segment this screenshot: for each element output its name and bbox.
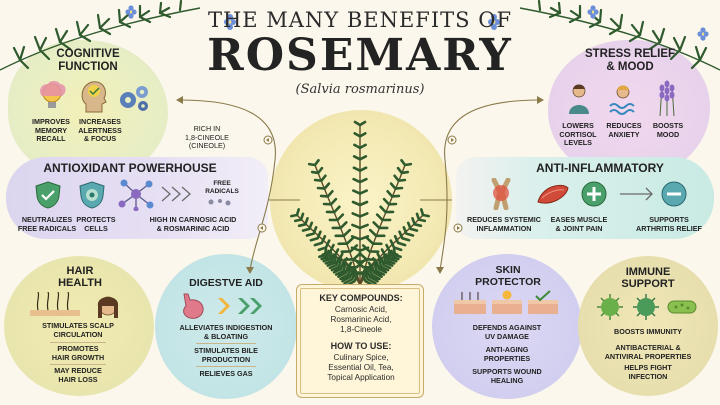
how-to-use-3: Topical Application [327, 373, 395, 382]
skin-layers-icon [454, 290, 558, 314]
antioxidant-item-1: NEUTRALIZES FREE RADICALS [17, 215, 77, 233]
hair-item-1: STIMULATES SCALP CIRCULATION [42, 321, 114, 339]
stomach-icon [183, 293, 262, 319]
divider [196, 343, 256, 344]
key-compound-2: Rosmarinic Acid, [330, 315, 392, 324]
antiinflammatory-item-2: EASES MUSCLE & JOINT PAIN [550, 215, 608, 233]
joint-icon [491, 178, 511, 210]
digestive-panel [155, 254, 297, 399]
key-compound-3: 1,8-Cineole [340, 325, 382, 334]
bathing-person-icon [609, 85, 635, 115]
cognitive-title-l1: COGNITIVE [56, 48, 120, 60]
radicals-dots-icon [208, 199, 231, 206]
branch-top-left-icon [0, 0, 201, 71]
how-to-use-heading: HOW TO USE: [330, 341, 392, 351]
stress-item-1: LOWERS CORTISOL LEVELS [559, 121, 597, 147]
hair-item-2: PROMOTES HAIR GROWTH [51, 344, 105, 362]
brain-bulb-icon [40, 81, 66, 108]
hair-follicle-icon [30, 292, 119, 318]
skin-item-1: DEFENDS AGAINST UV DAMAGE [472, 323, 542, 341]
cognitive-item-1: IMPROVES MEMORY RECALL [32, 117, 70, 143]
free-radicals-label: FREE RADICALS [205, 180, 239, 195]
digestive-item-3: RELIEVES GAS [199, 369, 253, 378]
skin-title: SKIN PROTECTOR [475, 264, 541, 288]
plus-circle-icon [581, 181, 607, 207]
page-subtitle: (Salvia rosmarinus) [295, 82, 425, 97]
hair-item-3: MAY REDUCE HAIR LOSS [54, 366, 102, 384]
stress-title: STRESS RELIEF & MOOD [570, 48, 690, 74]
molecule-icon [118, 179, 154, 211]
divider [50, 364, 106, 365]
antioxidant-item-2: PROTECTS CELLS [76, 215, 116, 233]
immune-item-1: BOOSTS IMMUNITY [614, 327, 682, 336]
cognitive-title-l2: FUNCTION [58, 61, 118, 73]
page-title: ROSEMARY [207, 30, 513, 81]
key-compound-1: Carnosic Acid, [334, 305, 388, 314]
immune-panel [578, 256, 718, 396]
how-to-use-2: Essential Oil, Tea, [328, 363, 394, 372]
cell-shield-icon [79, 181, 105, 209]
cognitive-item-2: INCREASES ALERTNESS & FOCUS [78, 117, 122, 143]
stress-title-l1: STRESS RELIEF [584, 48, 676, 60]
antiinflammatory-item-1: REDUCES SYSTEMIC INFLAMMATION [467, 215, 541, 233]
key-compounds-heading: KEY COMPOUNDS: [319, 293, 403, 303]
digestive-item-1: ALLEVIATES INDIGESTION & BLOATING [179, 323, 273, 341]
stress-title-l2: & MOOD [606, 61, 654, 73]
digestive-item-2: STIMULATES BILE PRODUCTION [194, 346, 258, 364]
immune-item-3: HELPS FIGHT INFECTION [624, 363, 672, 381]
shield-check-icon [35, 181, 61, 209]
divider [50, 342, 106, 343]
cognitive-note: RICH IN 1,8-CINEOLE (CINEole) [185, 124, 229, 150]
minus-circle-icon [661, 181, 687, 207]
rosemary-needles [290, 120, 430, 287]
key-compounds-box: KEY COMPOUNDS: Carnosic Acid, Rosmarinic… [296, 284, 424, 398]
antiinflammatory-item-4: SUPPORTS ARTHRITIS RELIEF [636, 215, 702, 233]
skin-panel [432, 254, 582, 399]
page-title-top: THE MANY BENEFITS OF [207, 8, 513, 32]
skin-item-3: SUPPORTS WOUND HEALING [472, 367, 542, 385]
lavender-icon [659, 80, 675, 117]
branch-top-right-icon [519, 0, 720, 71]
person-icon [569, 84, 589, 114]
stress-item-2: REDUCES ANXIETY [606, 121, 642, 139]
hair-panel [4, 256, 154, 396]
arrows-right-icon [620, 187, 653, 201]
how-to-use-1: Culinary Spice, [333, 353, 389, 362]
head-icon [81, 81, 107, 113]
skin-item-2: ANTI-AGING PROPERTIES [483, 345, 531, 363]
antioxidant-item-3: HIGH IN CARNOSIC ACID & ROSMARINIC ACID [149, 215, 237, 233]
arrows-icon [161, 186, 191, 202]
cognitive-title: COGNITIVE FUNCTION [30, 48, 146, 74]
flower-icon [125, 5, 709, 41]
digestive-title: DIGESTVE AID [189, 277, 263, 289]
gears-icon [120, 86, 148, 111]
immune-item-2: ANTIBACTERIAL & ANTIVIRAL PROPERTIES [604, 343, 692, 361]
divider [196, 366, 256, 367]
rosemary-plant-icon [290, 120, 430, 287]
muscle-icon [537, 184, 569, 204]
hair-title: HAIR HEALTH [58, 265, 102, 289]
immune-title: IMMUNE SUPPORT [621, 266, 675, 290]
microbes-icon [597, 294, 697, 320]
antioxidant-title: ANTIOXIDANT POWERHOUSE [43, 161, 217, 175]
stress-item-3: BOOSTS MOOD [652, 121, 684, 139]
antiinflammatory-title: ANTI-INFLAMMATORY [536, 161, 664, 175]
